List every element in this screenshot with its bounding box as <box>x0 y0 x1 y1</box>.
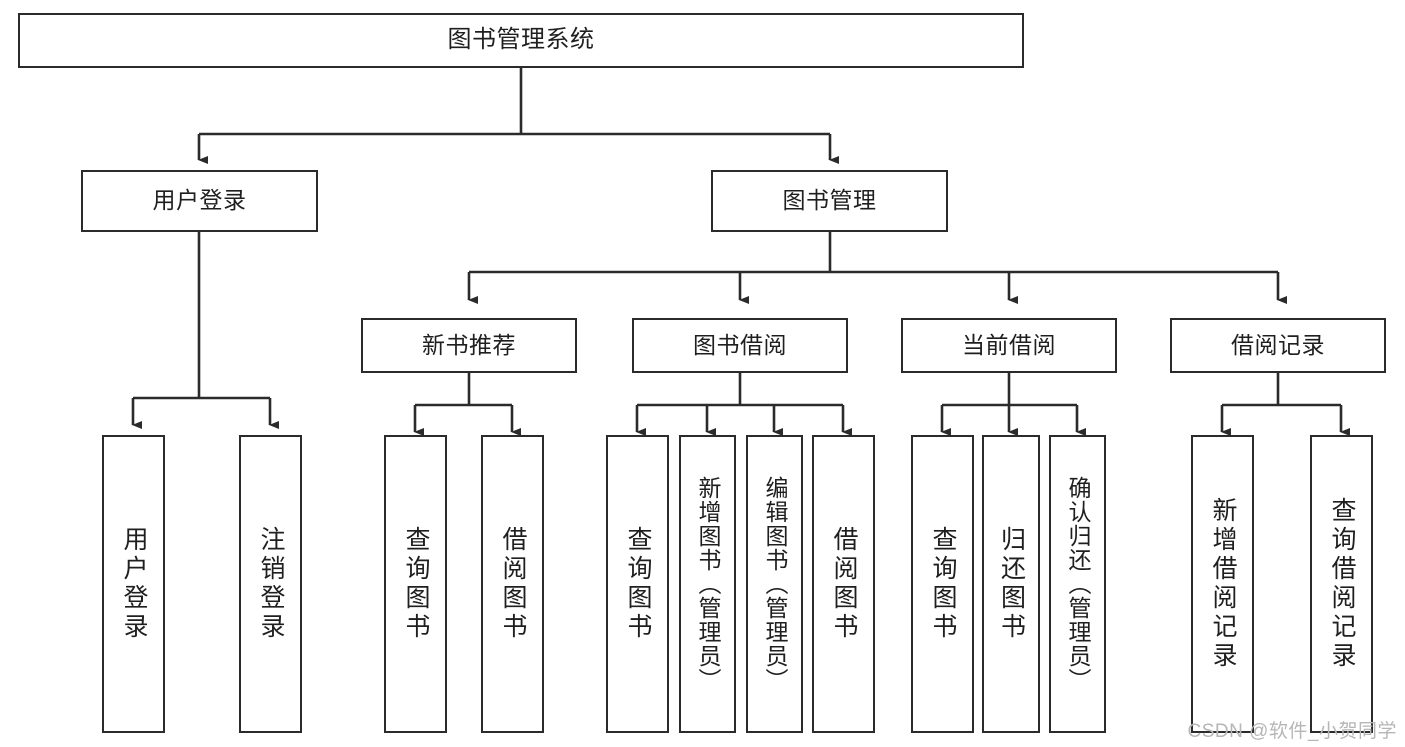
leaf-add-book-admin[interactable]: 新增图书（管理员） <box>679 435 736 733</box>
node-label: 新增图书（管理员） <box>695 476 721 692</box>
node-label: 查询图书 <box>929 526 957 642</box>
node-new-book-recommend[interactable]: 新书推荐 <box>361 318 577 373</box>
node-label: 查询借阅记录 <box>1328 497 1356 671</box>
node-book-borrow[interactable]: 图书借阅 <box>632 318 848 373</box>
node-label: 查询图书 <box>624 526 652 642</box>
node-label: 图书管理系统 <box>447 26 595 54</box>
node-label: 注销登录 <box>257 526 285 642</box>
node-label: 归还图书 <box>997 526 1026 642</box>
leaf-query-book-current[interactable]: 查询图书 <box>911 435 974 733</box>
leaf-query-borrow-record[interactable]: 查询借阅记录 <box>1310 435 1373 733</box>
node-user-login[interactable]: 用户登录 <box>81 170 318 232</box>
node-label: 借阅记录 <box>1231 331 1325 358</box>
node-label: 图书借阅 <box>693 331 787 358</box>
node-label: 确认归还（管理员） <box>1065 476 1091 692</box>
node-borrow-record[interactable]: 借阅记录 <box>1170 318 1386 373</box>
leaf-add-borrow-record[interactable]: 新增借阅记录 <box>1191 435 1254 733</box>
leaf-borrow-book-recommend[interactable]: 借阅图书 <box>481 435 544 733</box>
leaf-user-logout[interactable]: 注销登录 <box>239 435 302 733</box>
node-label: 编辑图书（管理员） <box>762 476 788 692</box>
leaf-return-book[interactable]: 归还图书 <box>982 435 1040 733</box>
leaf-edit-book-admin[interactable]: 编辑图书（管理员） <box>746 435 803 733</box>
node-label: 新书推荐 <box>422 331 516 358</box>
node-book-management[interactable]: 图书管理 <box>711 170 948 232</box>
csdn-watermark: CSDN @软件_小贺同学 <box>1187 721 1397 742</box>
node-label: 当前借阅 <box>962 331 1056 358</box>
node-label: 新增借阅记录 <box>1209 497 1237 671</box>
node-label: 用户登录 <box>120 526 148 642</box>
leaf-query-book-recommend[interactable]: 查询图书 <box>384 435 447 733</box>
leaf-confirm-return-admin[interactable]: 确认归还（管理员） <box>1049 435 1106 733</box>
node-label: 图书管理 <box>782 187 877 214</box>
node-label: 用户登录 <box>152 187 247 214</box>
leaf-query-book-borrow[interactable]: 查询图书 <box>606 435 669 733</box>
node-label: 借阅图书 <box>830 526 858 642</box>
node-label: 借阅图书 <box>499 526 527 642</box>
node-root-book-management-system[interactable]: 图书管理系统 <box>18 13 1024 68</box>
node-current-borrow[interactable]: 当前借阅 <box>901 318 1117 373</box>
node-label: 查询图书 <box>402 526 430 642</box>
leaf-user-login[interactable]: 用户登录 <box>102 435 165 733</box>
leaf-borrow-book-borrow[interactable]: 借阅图书 <box>812 435 875 733</box>
